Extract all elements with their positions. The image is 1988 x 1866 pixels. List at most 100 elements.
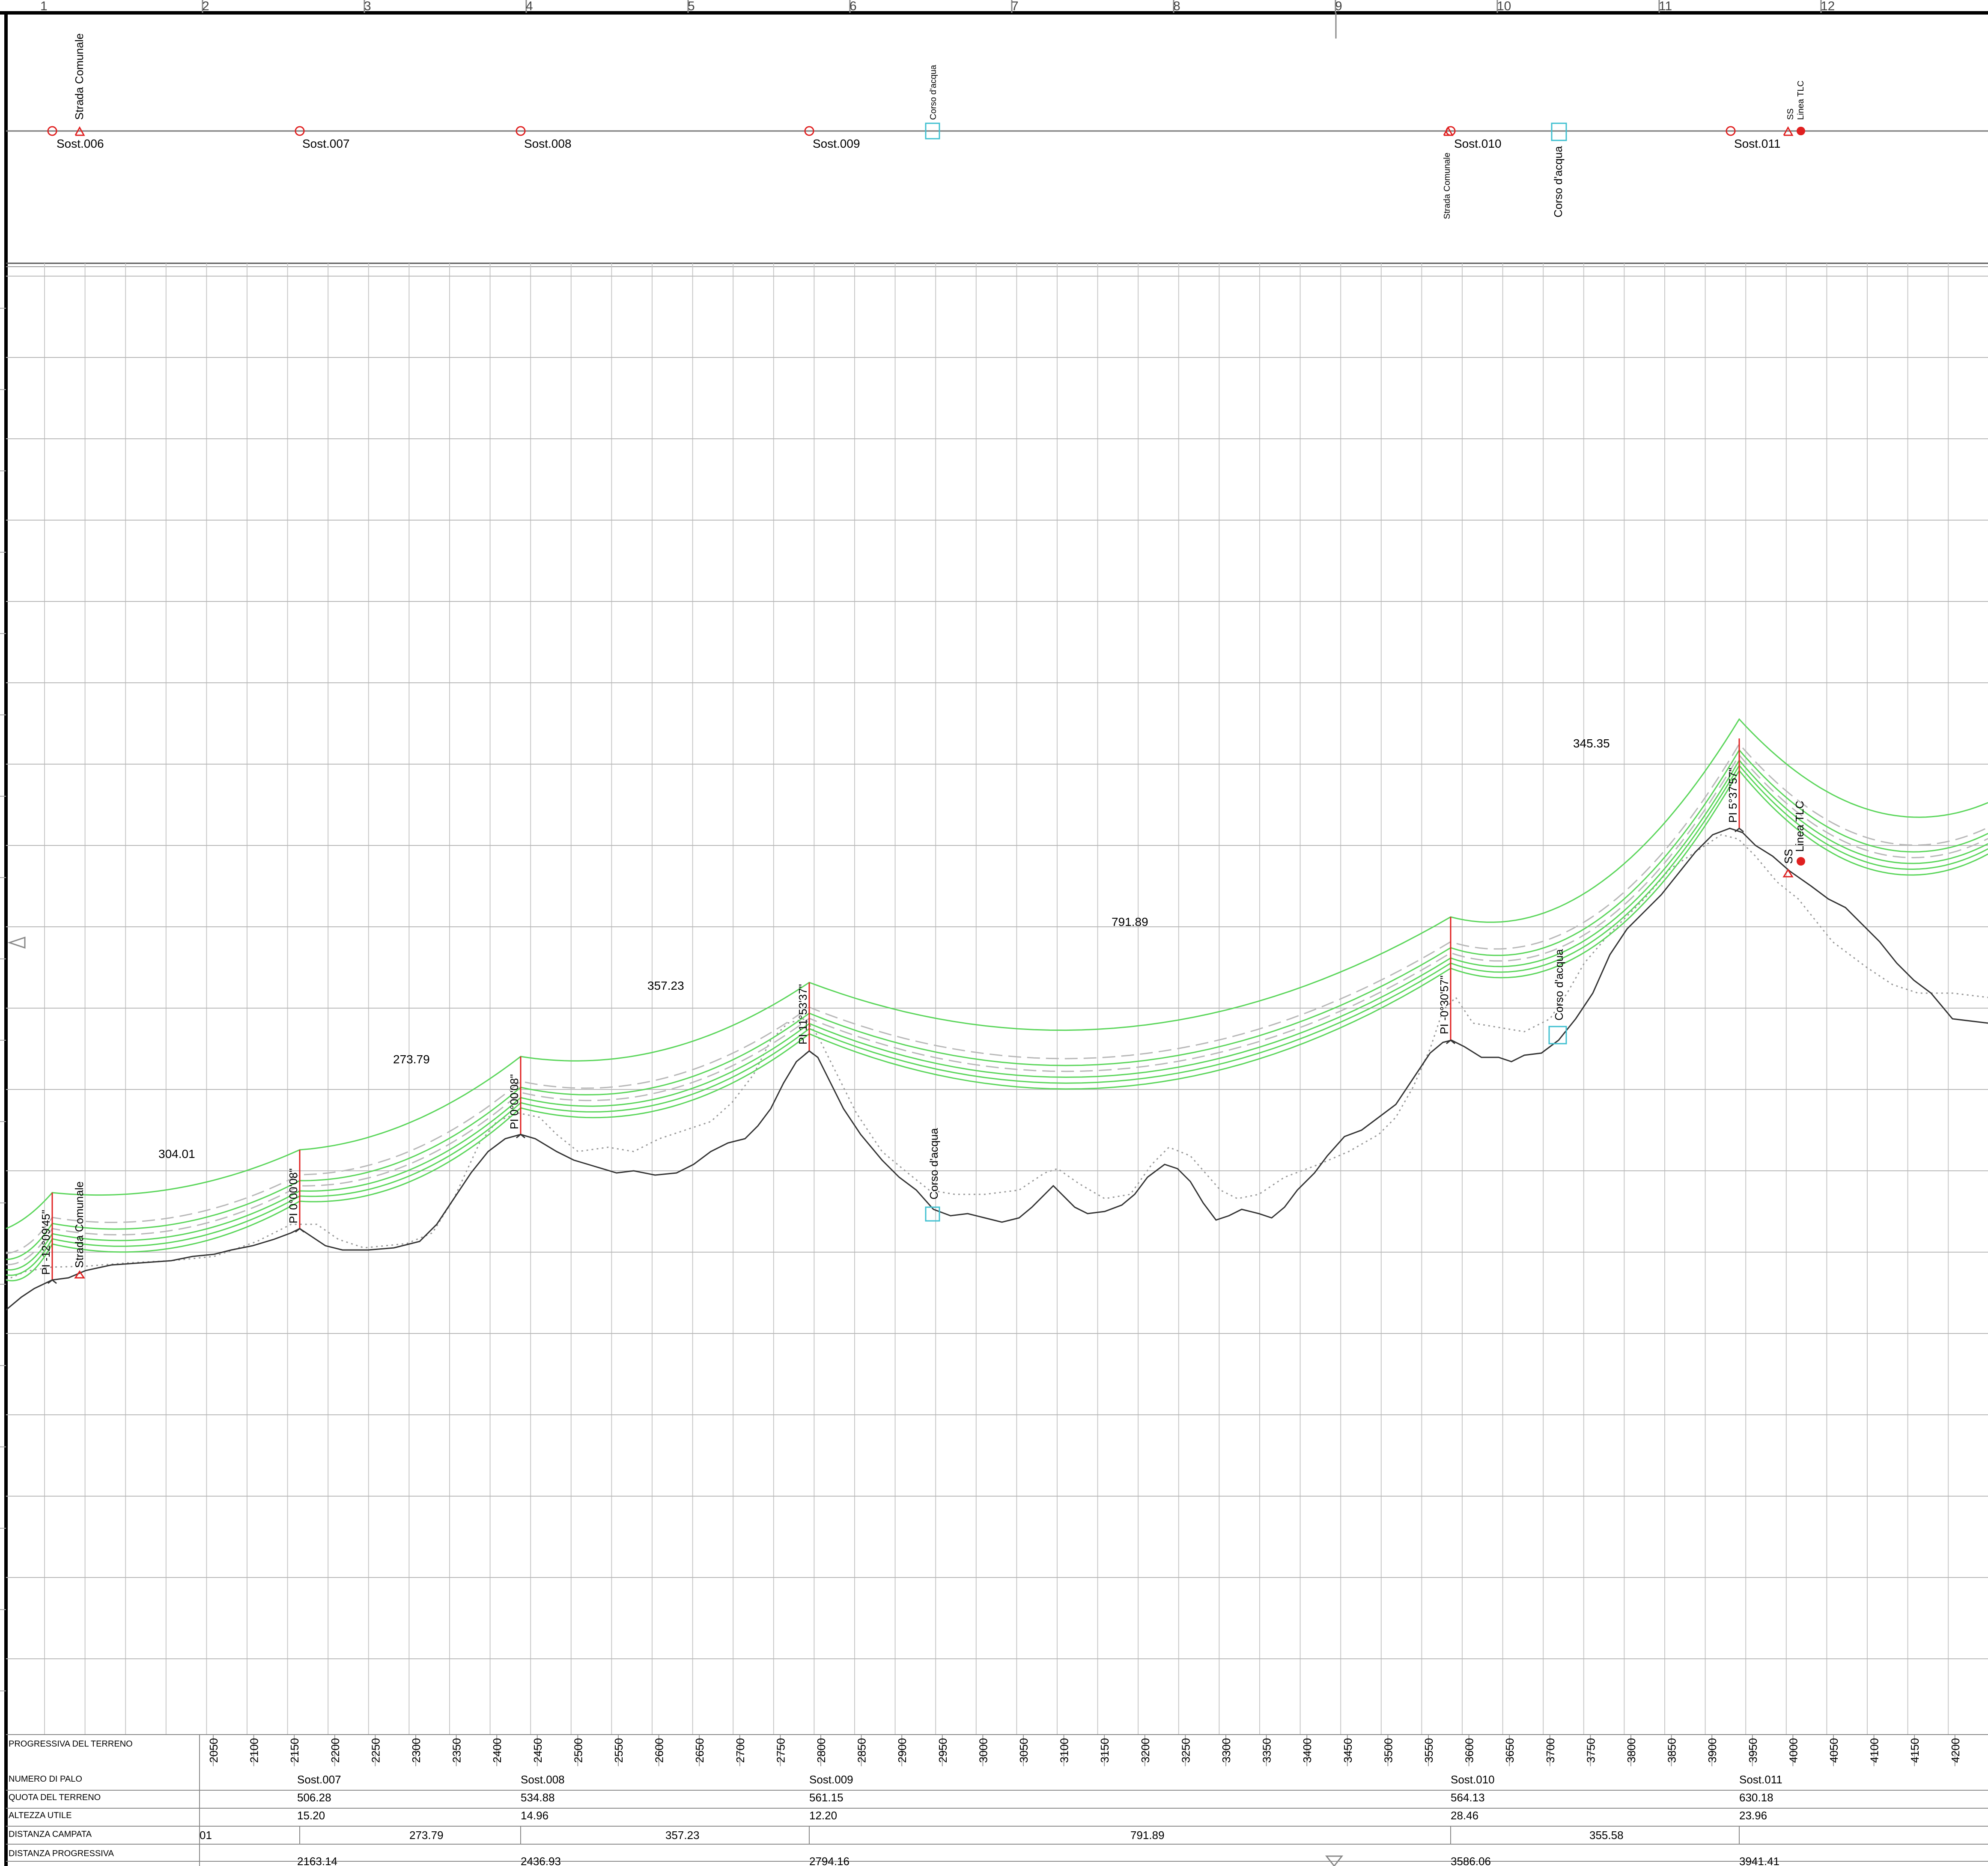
progressive-tick-label: 3350 [1261, 1738, 1273, 1763]
water-crossing-box [1548, 1026, 1567, 1045]
column-number: 2 [202, 0, 209, 13]
table-row-header: DISTANZA CAMPATA [9, 1830, 92, 1839]
progressive-tick-label: 2400 [491, 1738, 504, 1763]
column-number: 8 [1173, 0, 1180, 13]
pole-number: Sost.009 [809, 1773, 853, 1786]
progressive-tick-label: 3100 [1058, 1738, 1071, 1763]
pole-column: Sost.009 561.15 12.20 2794.16 [809, 1773, 853, 1866]
column-number: 11 [1659, 0, 1672, 13]
column-number: 3 [364, 0, 371, 13]
progressive-tick-label: 3450 [1341, 1738, 1354, 1763]
pole-quota: 630.18 [1739, 1791, 1773, 1804]
progressive-tick-label: 2450 [531, 1738, 544, 1763]
pole-altezza: 28.46 [1451, 1809, 1478, 1822]
tlc-line-marker [1797, 857, 1805, 866]
column-number: 5 [688, 0, 695, 13]
pole-altezza: 14.96 [521, 1809, 548, 1822]
table-row-header: ALTEZZA UTILE [9, 1811, 72, 1820]
column-number: 9 [1335, 0, 1342, 13]
pole-number: Sost.007 [297, 1773, 341, 1786]
pole-altezza: 12.20 [809, 1809, 837, 1822]
crossing-label: Corso d'acqua [1553, 949, 1565, 1021]
progressive-tick-label: 2200 [329, 1738, 342, 1763]
plan-support-symbol [804, 126, 814, 136]
span-distance: 273.79 [409, 1829, 444, 1842]
progressive-tick-label: 2650 [693, 1738, 706, 1763]
span-length-label: 273.79 [393, 1053, 430, 1066]
pole-angle-label: PI 0°00'08" [287, 1168, 300, 1223]
pole-progressiva: 2163.14 [297, 1855, 337, 1866]
pole-altezza: 23.96 [1739, 1809, 1767, 1822]
pole-progressiva: 2794.16 [809, 1855, 849, 1866]
plan-crossing-label: Corso d'acqua [1552, 146, 1565, 217]
pole-angle-label: PI -12°09'45" [39, 1210, 52, 1275]
progressive-tick-label: 3950 [1747, 1738, 1759, 1763]
plan-support-symbol [1726, 126, 1736, 136]
pole-quota: 564.13 [1451, 1791, 1485, 1804]
progressive-tick-label: 3650 [1503, 1738, 1516, 1763]
progressive-tick-label: 2950 [936, 1738, 949, 1763]
progressive-tick-label: 3200 [1139, 1738, 1152, 1763]
progressive-tick-label: 4000 [1787, 1738, 1800, 1763]
pole-angle-label: PI 5°37'57" [1726, 768, 1739, 823]
progressive-tick-label: 3050 [1017, 1738, 1030, 1763]
span-length-label: 791.89 [1112, 915, 1148, 929]
column-number: 4 [526, 0, 533, 13]
pole-column: Sost.010 564.13 28.46 3586.06 [1451, 1773, 1495, 1866]
plan-support-label: Sost.010 [1454, 137, 1502, 150]
pole-altezza: 15.20 [297, 1809, 325, 1822]
column-number: 6 [849, 0, 857, 13]
plan-crossing-label: Strada Comunale [73, 33, 86, 120]
column-number: 7 [1011, 0, 1019, 13]
progressive-tick-label: 3900 [1706, 1738, 1719, 1763]
crossing-label: SS [1782, 849, 1795, 864]
plan-strip: Sost.006 Sost.007 Sost.008 Sost.009 Sost… [6, 33, 1988, 267]
pole-progressiva: 3941.41 [1739, 1855, 1779, 1866]
pole-quota: 534.88 [521, 1791, 555, 1804]
crossing-label: Strada Comunale [73, 1182, 86, 1268]
conductor-curve [6, 764, 1988, 1276]
road-crossing-symbol [74, 1270, 85, 1279]
plan-support-symbol [516, 126, 526, 136]
progressive-tick-label: 2250 [369, 1738, 382, 1763]
reference-marker [1325, 1855, 1344, 1866]
conductor-curve [6, 743, 1988, 1254]
progressive-tick-label: 3300 [1220, 1738, 1233, 1763]
progressive-tick-label: 3850 [1666, 1738, 1678, 1763]
plan-support-symbol [47, 126, 57, 136]
pole-angle-label: PI 0°00'08" [508, 1074, 521, 1129]
progressive-tick-label: 2700 [734, 1738, 747, 1763]
road-crossing-symbol [1783, 126, 1794, 136]
table-row-header: PROGRESSIVA DEL TERRENO [9, 1739, 133, 1749]
data-table: PROGRESSIVA DEL TERRENO NUMERO DI PALO Q… [6, 1734, 1988, 1866]
plan-crossing-label: Corso d'acqua [929, 65, 938, 120]
progressive-tick-label: 2600 [653, 1738, 666, 1763]
ground-profile [6, 827, 1988, 1311]
progressive-tick-label: 4100 [1868, 1738, 1881, 1763]
road-crossing-symbol [75, 126, 85, 136]
progressive-tick-label: 4050 [1827, 1738, 1840, 1763]
plan-support-symbol [295, 126, 305, 136]
road-crossing-symbol [1443, 126, 1454, 136]
progressive-tick-label: 3000 [977, 1738, 990, 1763]
progressive-tick-label: 3400 [1301, 1738, 1314, 1763]
tlc-line-marker [1797, 127, 1805, 135]
pole-column: Sost.011 630.18 23.96 3941.41 [1739, 1773, 1782, 1866]
progressive-tick-label: 2050 [207, 1738, 220, 1763]
progressive-tick-label: 4150 [1908, 1738, 1921, 1763]
conductor-curve [6, 769, 1988, 1282]
plan-water-crossing-box [925, 122, 940, 140]
plan-support-label: Sost.008 [524, 137, 572, 150]
plan-crossing-label: SS [1786, 108, 1795, 120]
progressive-tick-label: 2500 [572, 1738, 584, 1763]
conductor-curve [6, 759, 1988, 1271]
table-row-header: NUMERO DI PALO [9, 1774, 82, 1784]
pole-angle-label: PI -0°30'57" [1438, 976, 1451, 1034]
span-length-label: 357.23 [647, 979, 684, 992]
progressive-tick-label: 3250 [1179, 1738, 1192, 1763]
conductor-curve [6, 718, 1988, 1229]
pole-number: Sost.008 [521, 1773, 565, 1786]
plan-support-label: Sost.007 [302, 137, 350, 150]
